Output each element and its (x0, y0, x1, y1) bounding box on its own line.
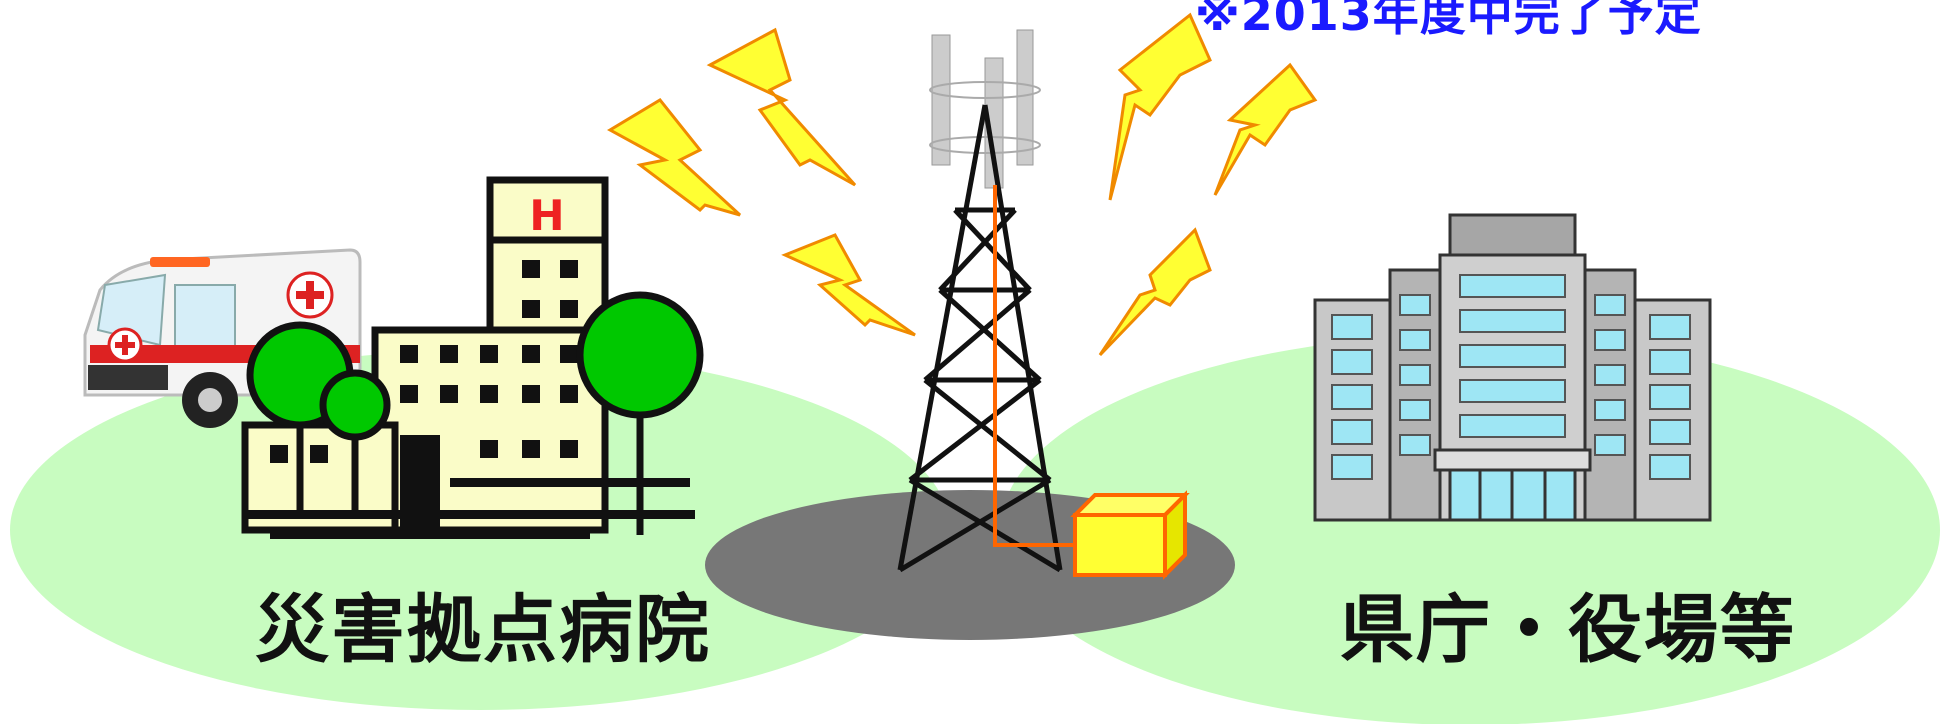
lightning-bolt-6 (1098, 227, 1212, 357)
lightning-bolt-4 (1108, 12, 1212, 201)
radio-tower-icon (897, 104, 1063, 573)
hospital-building-icon: H (241, 176, 695, 539)
completion-note: ※2013年度中完了予定 (1195, 0, 1702, 41)
lightning-bolt-1 (606, 98, 742, 217)
hospital-label: 災害拠点病院 (255, 587, 711, 673)
government-building-icon (1313, 213, 1712, 522)
lightning-bolt-3 (781, 233, 916, 337)
cable-line (993, 185, 1080, 547)
antenna (929, 29, 1041, 189)
lightning-bolt-5 (1213, 62, 1318, 196)
government-label: 県庁・役場等 (1340, 587, 1796, 673)
hospital-sign-text: H (529, 191, 564, 240)
lightning-icon (606, 12, 1318, 357)
lightning-bolt-2 (706, 27, 857, 187)
tree-icon (246, 291, 704, 535)
equipment-box-icon (1070, 490, 1190, 580)
